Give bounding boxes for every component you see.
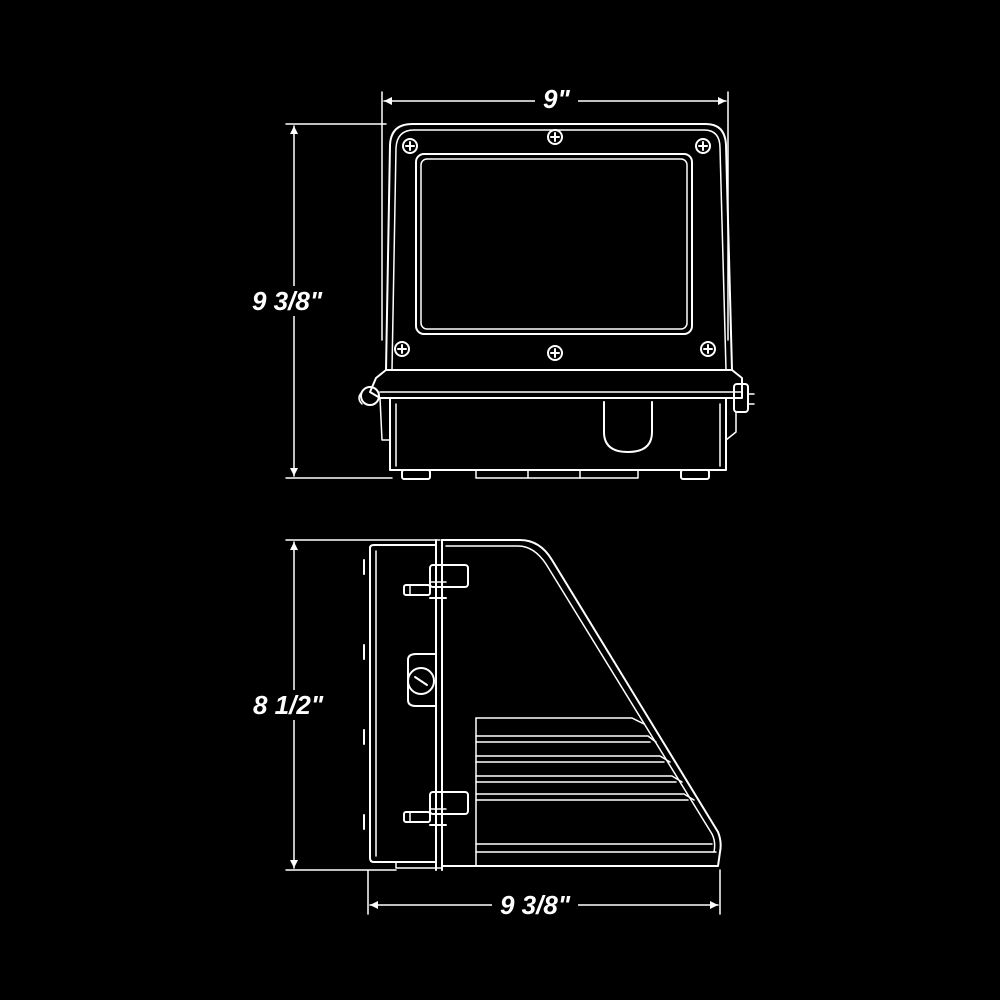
side-view [363,539,722,871]
front-view [358,123,755,480]
front-foot-right [680,469,710,480]
mount-bracket-bottom [403,791,469,826]
front-housing [389,397,727,471]
front-base-strip [475,469,639,479]
front-face-outer [385,123,733,371]
side-hood-inner [445,545,716,853]
lens-window-inner [420,158,688,330]
dim-label-side-depth: 9 3/8" [492,890,579,920]
side-knockout [407,653,437,707]
dim-label-front-height: 9 3/8" [250,286,325,316]
screw-top-right [695,138,711,154]
dimension-lines [285,91,729,915]
conduit-knockout [603,401,653,453]
screw-bottom-right [700,341,716,357]
front-foot-left [401,469,431,480]
front-face-inner [391,129,727,371]
screw-bottom-left [394,341,410,357]
side-hood [441,539,722,867]
front-lower-band [369,369,743,399]
screw-top-center [547,129,563,145]
latch-right [733,383,749,413]
side-bottom-plate [395,861,443,869]
lens-window [415,153,693,335]
mount-bracket-top [403,564,469,599]
screw-bottom-center [547,345,563,361]
cooling-fins [475,717,717,867]
dim-label-side-height: 8 1/2" [251,690,326,720]
screw-top-left [402,138,418,154]
hinge-knob-left [360,386,380,406]
dim-label-front-width: 9" [535,84,578,114]
